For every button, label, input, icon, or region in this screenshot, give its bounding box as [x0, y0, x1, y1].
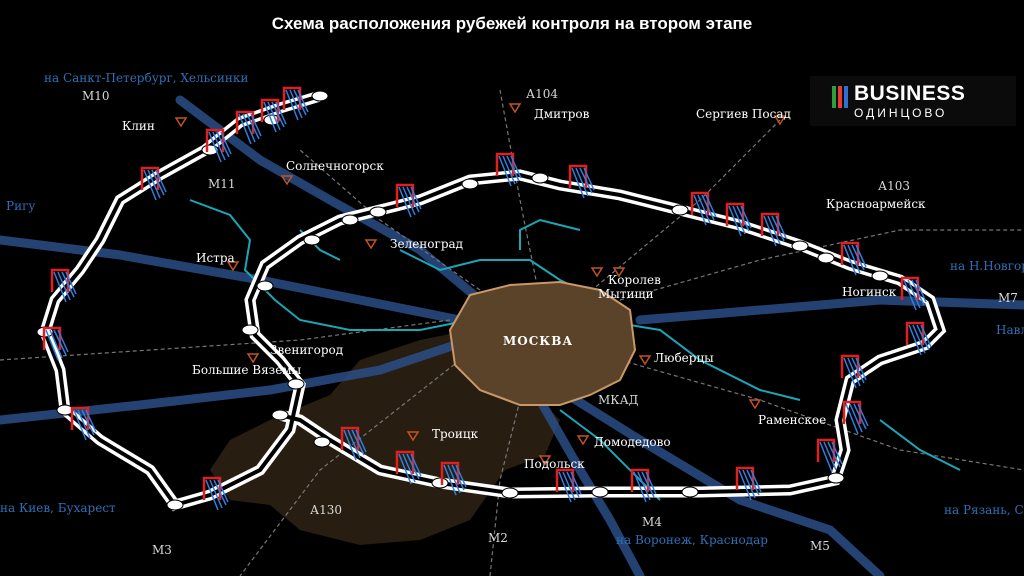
outer-control-ring: [39, 90, 947, 512]
city-label: Солнечногорск: [286, 159, 384, 173]
city-triangle-icon: [612, 267, 626, 278]
city-label: Люберцы: [654, 351, 714, 365]
city-label: Королев: [608, 273, 661, 287]
destination-label: Навло, Пол: [996, 323, 1024, 337]
city-label: Мытищи: [598, 287, 654, 301]
highway-label: А103: [878, 179, 910, 193]
city-label: Красноармейск: [826, 197, 926, 211]
ring-node-icon: [369, 206, 387, 218]
city-label: Клин: [122, 119, 155, 133]
ring-node-icon: [256, 280, 274, 292]
ring-node-icon: [461, 178, 479, 190]
highways-layer: [0, 95, 1024, 576]
city-triangle-icon: [246, 353, 260, 364]
business-odintsovo-logo: BUSINESS ОДИНЦОВО: [810, 76, 1016, 126]
ring-node-icon: [166, 499, 184, 511]
ring-node-icon: [591, 486, 609, 498]
city-triangle-icon: [773, 115, 787, 126]
ring-node-icon: [817, 252, 835, 264]
highway-label: М7: [998, 291, 1018, 305]
city-label: Дмитров: [534, 107, 590, 121]
city-label: Домодедово: [594, 435, 671, 449]
destination-label: на Киев, Бухарест: [0, 501, 116, 515]
ring-node-icon: [827, 472, 845, 484]
city-triangle-icon: [508, 103, 522, 114]
city-triangle-icon: [364, 239, 378, 250]
city-label: Троицк: [432, 427, 479, 441]
map-title: Схема расположения рубежей контроля на в…: [271, 14, 753, 33]
ring-node-icon: [313, 436, 331, 448]
checkpoint-barrier-icon: [842, 400, 870, 436]
city-triangle-icon: [174, 117, 188, 128]
city-triangle-icon: [576, 435, 590, 446]
highway-label: М4: [642, 515, 662, 529]
city-label: Ногинск: [842, 285, 897, 299]
destination-label: на Рязань, Самару: [944, 503, 1024, 517]
ring-node-icon: [681, 486, 699, 498]
city-triangle-icon: [406, 431, 420, 442]
highway-label: А104: [526, 87, 558, 101]
highway-label: М2: [488, 531, 508, 545]
city-triangle-icon: [638, 355, 652, 366]
city-triangle-icon: [748, 399, 762, 410]
highway-label: М3: [152, 543, 172, 557]
ring-node-icon: [431, 477, 449, 489]
city-triangle-icon: [590, 267, 604, 278]
mkad-label: МКАД: [598, 393, 639, 407]
logo-bars-icon: [832, 86, 850, 112]
destination-label: на Воронеж, Краснодар: [616, 533, 768, 547]
city-label: Раменское: [758, 413, 826, 427]
city-triangle-icon: [280, 175, 294, 186]
logo-line1: BUSINESS: [854, 82, 966, 105]
ring-node-icon: [531, 172, 549, 184]
ring-node-icon: [287, 378, 305, 390]
ring-node-icon: [311, 90, 329, 102]
ring-node-icon: [671, 204, 689, 216]
highway-label: М11: [208, 177, 236, 191]
highway-label: М5: [810, 539, 830, 553]
city-triangle-icon: [226, 261, 240, 272]
city-label: Подольск: [524, 457, 585, 471]
city-label: Истра: [196, 251, 235, 265]
city-label: Зеленоград: [390, 237, 463, 251]
highway-label: М10: [82, 89, 110, 103]
ring-node-icon: [303, 234, 321, 246]
city-triangle-icon: [538, 455, 552, 466]
ring-node-icon: [271, 409, 289, 421]
ring-node-icon: [501, 487, 519, 499]
ring-node-icon: [56, 404, 74, 416]
city-markers: [174, 103, 787, 466]
highway-label: А130: [310, 503, 342, 517]
ring-node-icon: [341, 214, 359, 226]
logo-line2: ОДИНЦОВО: [854, 106, 948, 120]
destination-label: на Н.Новгород, Екатеринбург: [950, 259, 1024, 273]
destination-label: Ригу: [6, 199, 35, 213]
moscow-label: МОСКВА: [503, 334, 573, 348]
destination-label: на Санкт-Петербург, Хельсинки: [44, 71, 248, 85]
moscow-city-area: [448, 280, 637, 406]
ring-node-icon: [241, 324, 259, 336]
city-label: Звенигород: [270, 343, 343, 357]
ring-node-icon: [871, 270, 889, 282]
city-label: Большие Вяземы: [192, 363, 302, 377]
city-label-line1: Сергиев Посад: [696, 107, 791, 121]
ring-node-icon: [791, 240, 809, 252]
